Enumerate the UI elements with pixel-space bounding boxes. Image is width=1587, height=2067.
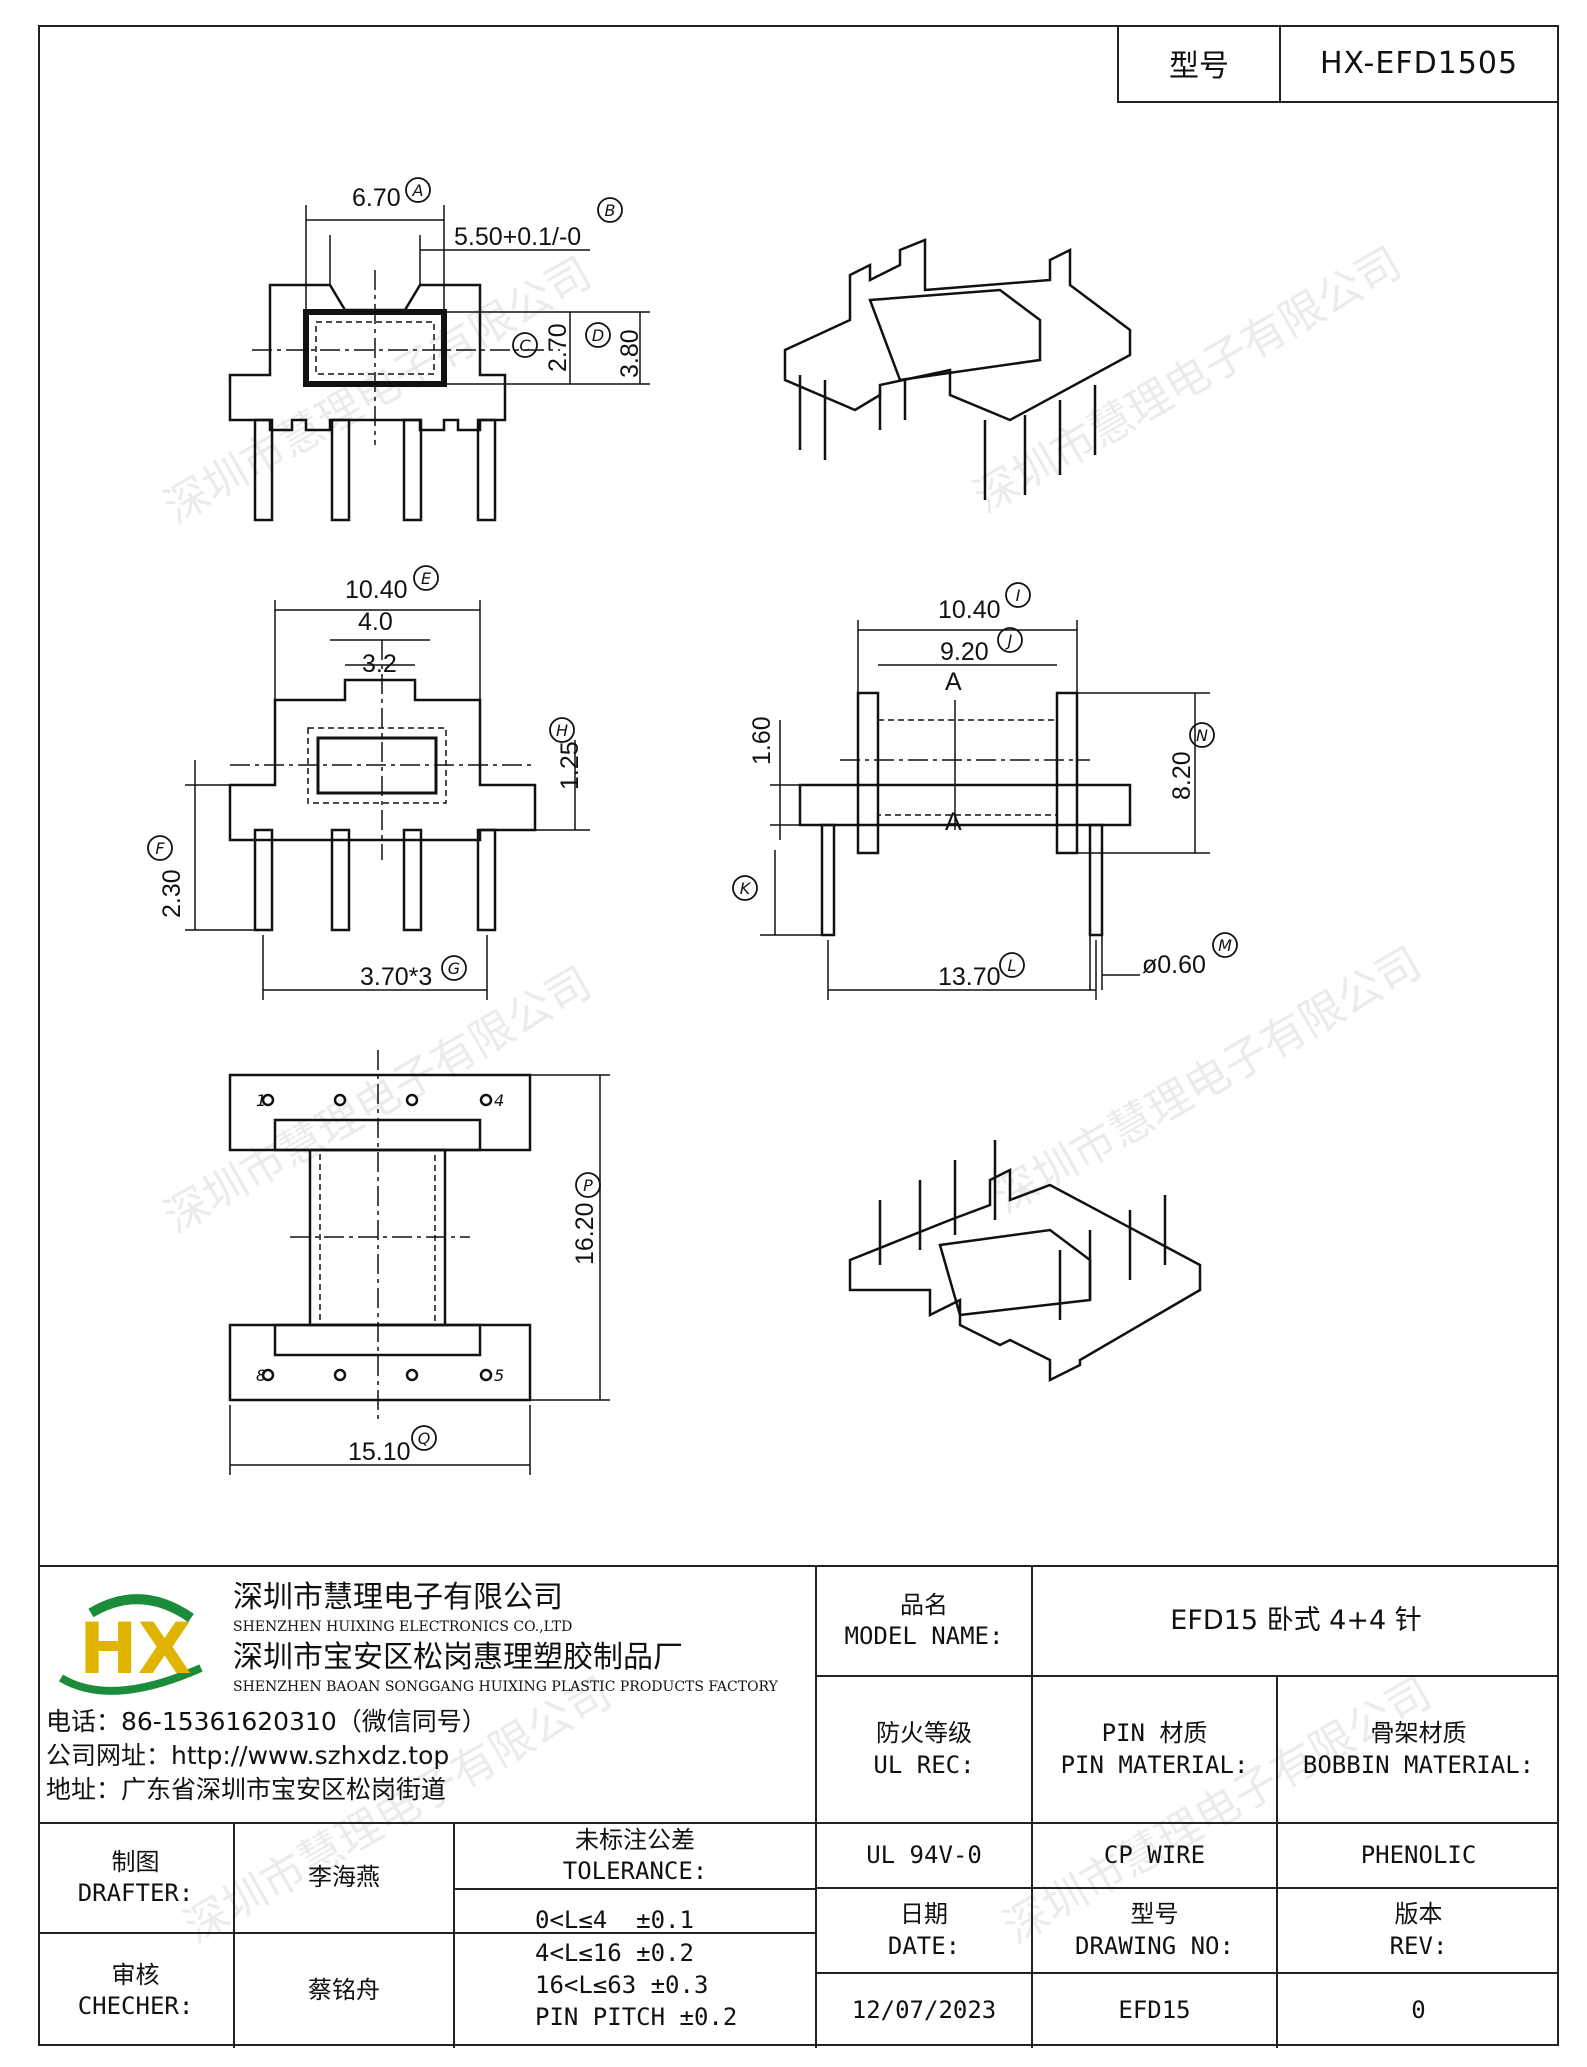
dim-10.40: 10.40 xyxy=(345,576,408,604)
svg-text:G: G xyxy=(448,959,460,978)
callout-c: C xyxy=(512,332,538,358)
callout-q: Q xyxy=(411,1425,437,1451)
callout-g: G xyxy=(441,955,467,981)
pin-mark: 4 xyxy=(494,1091,504,1110)
model-header: 型号 HX-EFD1505 xyxy=(1117,25,1559,103)
svg-text:N: N xyxy=(1196,726,1208,745)
company-phone: 电话：86-15361620310（微信同号） xyxy=(46,1706,487,1736)
callout-e: E xyxy=(413,565,439,591)
svg-text:Q: Q xyxy=(418,1429,431,1448)
pin-mark: 8 xyxy=(256,1366,266,1385)
callout-n: N xyxy=(1189,722,1215,748)
pin-mark: 1 xyxy=(256,1091,266,1110)
svg-text:HX: HX xyxy=(79,1608,192,1690)
dim-13.70: 13.70 xyxy=(938,963,1001,991)
svg-text:B: B xyxy=(605,201,616,220)
bobbin-material-value: PHENOLIC xyxy=(1360,1840,1477,1869)
revision-label: 版本 REV: xyxy=(1389,1900,1448,1960)
dim-15.10: 15.10 xyxy=(348,1438,411,1466)
company-website[interactable]: 公司网址：http://www.szhxdz.top xyxy=(46,1740,450,1770)
dim-2.70: 2.70 xyxy=(544,323,572,372)
callout-a: A xyxy=(405,177,431,203)
tolerance-label: 未标注公差 TOLERANCE: xyxy=(562,1825,708,1885)
dim-pin-diameter: ø0.60 xyxy=(1142,951,1206,979)
callout-f: F xyxy=(147,835,173,861)
dim-8.20: 8.20 xyxy=(1168,751,1196,800)
pin-material-value: CP WIRE xyxy=(1103,1840,1206,1869)
callout-j: J xyxy=(997,627,1023,653)
model-value: HX-EFD1505 xyxy=(1319,45,1519,81)
checker-value: 蔡铭舟 xyxy=(308,1976,380,2005)
company-name-en: SHENZHEN HUIXING ELECTRONICS CO.,LTD xyxy=(233,1618,573,1635)
company-name-cn: 深圳市慧理电子有限公司 xyxy=(233,1579,563,1615)
company-address: 地址：广东省深圳市宝安区松岗街道 xyxy=(46,1774,447,1804)
dim-5.50: 5.50+0.1/-0 xyxy=(454,223,581,251)
callout-b: B xyxy=(597,197,623,223)
tolerance-table: 0<L≤4 ±0.1 4<L≤16 ±0.2 16<L≤63 ±0.3 PIN … xyxy=(535,1906,738,2032)
callout-m: M xyxy=(1212,932,1238,958)
revision-value: 0 xyxy=(1411,1996,1426,2025)
svg-text:F: F xyxy=(155,839,165,858)
title-block: HX 深圳市慧理电子有限公司 SHENZHEN HUIXING ELECTRON… xyxy=(38,1565,1559,2048)
svg-text:H: H xyxy=(556,721,568,740)
model-label: 型号 xyxy=(1119,25,1281,101)
dim-3.70x3: 3.70*3 xyxy=(360,963,432,991)
svg-text:E: E xyxy=(421,569,432,588)
top-view: 1 4 8 5 16.20 15.10 xyxy=(228,1050,610,1475)
dim-4.0: 4.0 xyxy=(358,608,393,636)
dim-6.70: 6.70 xyxy=(352,184,401,212)
section-mark: A xyxy=(945,668,962,696)
callout-h: H xyxy=(549,717,575,743)
svg-text:C: C xyxy=(519,336,531,355)
isometric-view-1 xyxy=(783,238,1132,500)
callout-i: I xyxy=(1005,582,1031,608)
end-view: 6.70 5.50+0.1/-0 2.70 3.80 xyxy=(228,184,650,522)
dim-3.2: 3.2 xyxy=(362,650,397,678)
bobbin-material-label: 骨架材质 BOBBIN MATERIAL: xyxy=(1302,1719,1535,1779)
svg-text:A: A xyxy=(412,181,424,200)
pin-material-label: PIN 材质 PIN MATERIAL: xyxy=(1060,1719,1249,1779)
company-logo: HX xyxy=(46,1585,216,1710)
dim-1.25: 1.25 xyxy=(556,741,584,790)
fire-rating-value: UL 94V-0 xyxy=(866,1840,982,1869)
factory-name-cn: 深圳市宝安区松岗惠理塑胶制品厂 xyxy=(233,1639,683,1675)
drawing-sheet-border xyxy=(38,25,1559,2046)
svg-text:M: M xyxy=(1218,936,1232,955)
dim-3.80: 3.80 xyxy=(616,329,644,378)
isometric-view-2 xyxy=(848,1140,1202,1383)
svg-text:I: I xyxy=(1016,586,1021,605)
dim-16.20: 16.20 xyxy=(571,1202,599,1265)
svg-text:L: L xyxy=(1008,956,1017,975)
dim-9.20: 9.20 xyxy=(940,638,989,666)
technical-drawing: 6.70 5.50+0.1/-0 2.70 3.80 xyxy=(147,177,1238,1475)
product-name-value: EFD15 卧式 4+4 针 xyxy=(1170,1605,1422,1637)
date-label: 日期 DATE: xyxy=(887,1900,961,1960)
callout-d: D xyxy=(585,322,611,348)
svg-text:P: P xyxy=(583,1176,593,1195)
front-view: 10.40 4.0 3.2 1.25 2.30 3.70*3 xyxy=(158,576,590,1000)
callout-l: L xyxy=(999,952,1025,978)
callout-k: K xyxy=(732,875,758,901)
fire-rating-label: 防火等级 UL REC: xyxy=(873,1719,975,1779)
section-mark: A xyxy=(945,808,962,836)
hx-logo-icon: HX xyxy=(58,1593,203,1695)
pin-mark: 5 xyxy=(494,1366,504,1385)
side-section-view: A A 10.40 9.20 1.60 8.20 13.70 ø0.60 xyxy=(748,596,1210,1000)
drafter-label: 制图 DRAFTER: xyxy=(77,1847,194,1907)
date-value: 12/07/2023 xyxy=(851,1996,997,2025)
svg-text:J: J xyxy=(1005,631,1013,650)
dim-10.40-side: 10.40 xyxy=(938,596,1001,624)
drawing-no-value: EFD15 xyxy=(1118,1996,1191,2025)
svg-text:D: D xyxy=(592,326,604,345)
dim-2.30: 2.30 xyxy=(158,869,186,918)
dim-1.60: 1.60 xyxy=(748,716,776,765)
factory-name-en: SHENZHEN BAOAN SONGGANG HUIXING PLASTIC … xyxy=(233,1678,778,1695)
product-name-label: 品名 MODEL NAME: xyxy=(844,1590,1004,1650)
drawing-no-label: 型号 DRAWING NO: xyxy=(1075,1900,1234,1960)
drafter-value: 李海燕 xyxy=(308,1863,380,1892)
callout-p: P xyxy=(575,1172,601,1198)
svg-text:K: K xyxy=(740,879,752,898)
checker-label: 审核 CHECHER: xyxy=(77,1960,194,2020)
